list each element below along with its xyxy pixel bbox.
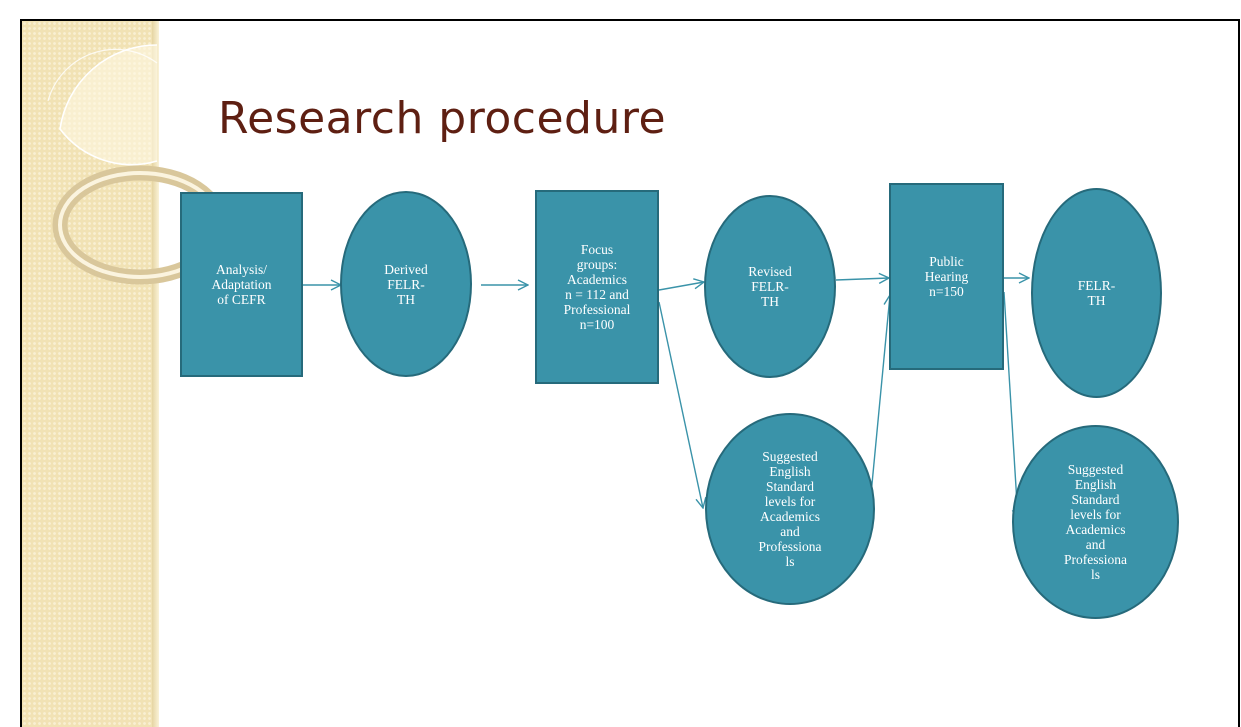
node-revised: Revised FELR- TH (704, 195, 836, 378)
node-suggested-levels-2: Suggested English Standard levels for Ac… (1012, 425, 1179, 619)
node-suggested-levels-1: Suggested English Standard levels for Ac… (705, 413, 875, 605)
arrow-hearing-to-suggested-2 (1003, 291, 1018, 520)
node-derived: Derived FELR- TH (340, 191, 472, 377)
arrow-revised-to-hearing (835, 278, 889, 280)
arrow-focus-to-suggested-1 (658, 301, 703, 508)
decorative-rings (47, 44, 222, 285)
node-final-felr-th: FELR- TH (1031, 188, 1162, 398)
slide-title: Research procedure (218, 93, 667, 144)
node-focus-groups: Focus groups: Academics n = 112 and Prof… (535, 190, 659, 384)
side-strip-shadow (152, 21, 159, 727)
node-public-hearing: Public Hearing n=150 (889, 183, 1004, 370)
node-analysis: Analysis/ Adaptation of CEFR (180, 192, 303, 377)
arrow-suggested-1-to-hearing (869, 295, 890, 506)
arrow-focus-to-revised (658, 282, 704, 291)
